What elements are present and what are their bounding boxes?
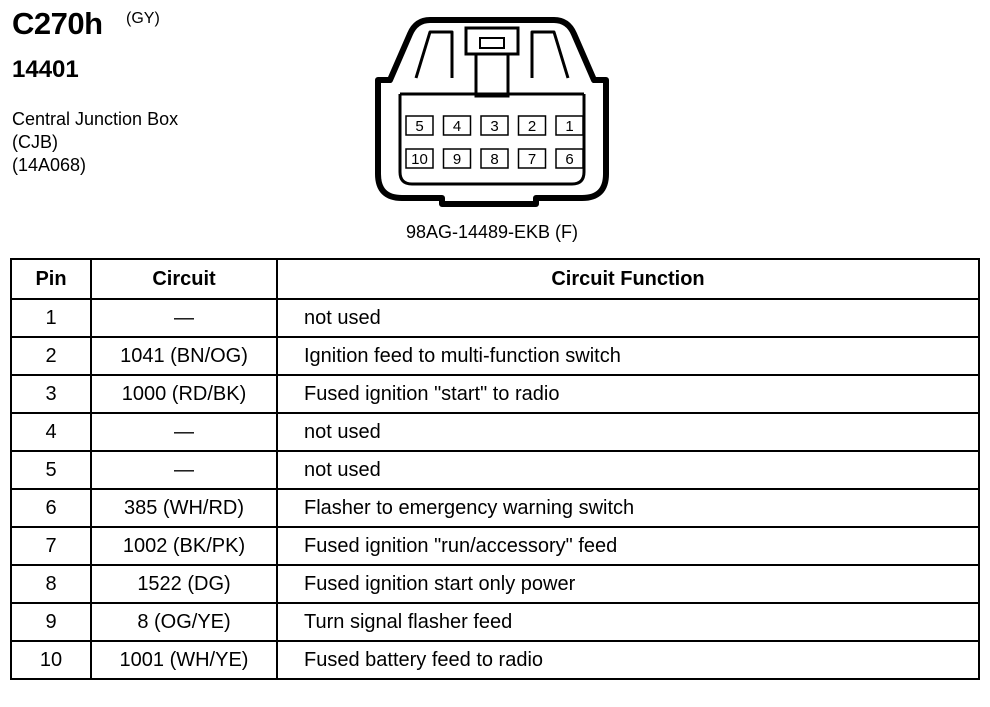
connector-inner-wall bbox=[398, 94, 586, 186]
connector-part-code: 98AG-14489-EKB (F) bbox=[405, 222, 579, 242]
locking-tab bbox=[464, 26, 520, 56]
pin-cavity bbox=[480, 148, 509, 169]
table-row: 5—not used bbox=[10, 450, 980, 490]
pin-cavity-label: 6 bbox=[565, 151, 573, 168]
pin-cavity bbox=[405, 115, 434, 136]
cell-pin: 6 bbox=[10, 488, 92, 528]
cell-function: Ignition feed to multi-function switch bbox=[276, 336, 980, 376]
header-circuit: Circuit bbox=[90, 258, 278, 300]
cell-circuit: 8 (OG/YE) bbox=[90, 602, 278, 642]
cell-circuit: — bbox=[90, 450, 278, 490]
cell-function: not used bbox=[276, 412, 980, 452]
table-row: 1—not used bbox=[10, 298, 980, 338]
pin-cavity-label: 1 bbox=[565, 118, 573, 135]
locking-tab-stem bbox=[474, 52, 510, 98]
connector-color: (GY) bbox=[126, 10, 160, 27]
pin-cavity bbox=[442, 115, 472, 136]
cell-circuit: — bbox=[90, 412, 278, 452]
cell-pin: 5 bbox=[10, 450, 92, 490]
pin-cavity-label: 10 bbox=[411, 151, 428, 168]
cell-pin: 1 bbox=[10, 298, 92, 338]
pin-cavity bbox=[405, 148, 434, 169]
location-line: Central Junction Box bbox=[12, 109, 179, 129]
locking-tab-slot bbox=[479, 37, 505, 49]
pin-cavity bbox=[480, 115, 509, 136]
pin-cavity bbox=[517, 148, 547, 169]
pin-cavity-label: 8 bbox=[490, 151, 498, 168]
pin-cavity-label: 3 bbox=[490, 118, 498, 135]
connector-id: C270h bbox=[12, 6, 103, 41]
header-function: Circuit Function bbox=[276, 258, 980, 300]
pin-cavity bbox=[442, 148, 472, 169]
cell-function: Fused battery feed to radio bbox=[276, 640, 980, 680]
cell-circuit: 1000 (RD/BK) bbox=[90, 374, 278, 414]
cell-circuit: 1041 (BN/OG) bbox=[90, 336, 278, 376]
cell-pin: 7 bbox=[10, 526, 92, 566]
cell-pin: 3 bbox=[10, 374, 92, 414]
connector-outline bbox=[375, 17, 609, 207]
cell-pin: 8 bbox=[10, 564, 92, 604]
pin-grid: 5 4 3 2 1 10 9 8 7 6 bbox=[405, 115, 584, 169]
connector-face-diagram: 5 4 3 2 1 10 9 8 7 6 bbox=[375, 17, 609, 207]
cell-function: Fused ignition start only power bbox=[276, 564, 980, 604]
pin-cavity-label: 7 bbox=[528, 151, 536, 168]
table-row: 4—not used bbox=[10, 412, 980, 452]
cell-circuit: 1522 (DG) bbox=[90, 564, 278, 604]
cell-function: Flasher to emergency warning switch bbox=[276, 488, 980, 528]
pin-cavity-label: 2 bbox=[528, 118, 536, 135]
cell-pin: 4 bbox=[10, 412, 92, 452]
cell-function: not used bbox=[276, 298, 980, 338]
header-pin: Pin bbox=[10, 258, 92, 300]
cell-function: Fused ignition "start" to radio bbox=[276, 374, 980, 414]
cell-circuit: — bbox=[90, 298, 278, 338]
cell-function: Fused ignition "run/accessory" feed bbox=[276, 526, 980, 566]
cell-circuit: 1001 (WH/YE) bbox=[90, 640, 278, 680]
pin-cavity bbox=[517, 115, 547, 136]
pin-cavity-label: 5 bbox=[415, 118, 423, 135]
table-header-row: Pin Circuit Circuit Function bbox=[10, 258, 980, 300]
cell-function: not used bbox=[276, 450, 980, 490]
pin-cavity-label: 9 bbox=[453, 151, 461, 168]
cell-pin: 10 bbox=[10, 640, 92, 680]
cell-pin: 9 bbox=[10, 602, 92, 642]
latch-left-guide bbox=[414, 30, 454, 79]
part-number: 14401 bbox=[12, 56, 79, 83]
pin-cavity-label: 4 bbox=[453, 118, 461, 135]
cell-circuit: 385 (WH/RD) bbox=[90, 488, 278, 528]
location-line: (CJB) bbox=[12, 132, 58, 152]
cell-pin: 2 bbox=[10, 336, 92, 376]
location-line: (14A068) bbox=[12, 155, 87, 175]
cell-function: Turn signal flasher feed bbox=[276, 602, 980, 642]
latch-right-guide bbox=[530, 30, 570, 79]
pin-cavity bbox=[555, 115, 584, 136]
cell-circuit: 1002 (BK/PK) bbox=[90, 526, 278, 566]
pin-cavity bbox=[555, 148, 584, 169]
